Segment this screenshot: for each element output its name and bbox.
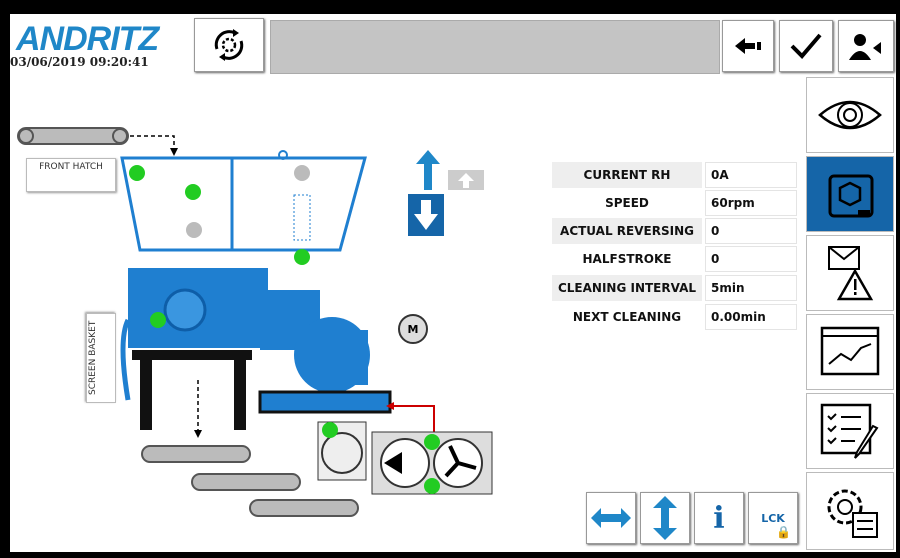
lock-label: LCK [761, 511, 785, 525]
status-indicators [129, 165, 440, 494]
checkmark-icon [790, 33, 822, 59]
sidebar-trends[interactable] [806, 314, 894, 390]
checklist-edit-icon [820, 403, 879, 459]
sidebar-machine[interactable] [806, 156, 894, 232]
message-bar [270, 20, 720, 74]
param-value: 5min [705, 275, 797, 301]
sidebar-overview[interactable] [806, 77, 894, 153]
param-label: NEXT CLEANING [552, 304, 702, 330]
screen-basket-label: SCREEN BASKET [86, 313, 116, 403]
info-icon: i [713, 500, 725, 536]
stroke-button[interactable] [640, 492, 690, 544]
lock-icon: 🔒 [776, 525, 791, 539]
reverse-button[interactable] [586, 492, 636, 544]
machine-3d-icon [828, 174, 874, 218]
sidebar-recipes[interactable] [806, 393, 894, 469]
ram-position-indicator [408, 150, 484, 236]
datetime: 03/06/2019 09:20:41 [10, 55, 149, 69]
param-label: ACTUAL REVERSING [552, 218, 702, 244]
param-label: CURRENT RH [552, 162, 702, 188]
horizontal-arrows-icon [591, 508, 631, 528]
user-login-button[interactable] [838, 20, 894, 72]
param-label: HALFSTROKE [552, 246, 702, 272]
param-label: CLEANING INTERVAL [552, 275, 702, 301]
param-value: 0 [705, 246, 797, 272]
mode-toggle-button[interactable] [194, 18, 264, 72]
trend-chart-icon [820, 326, 880, 376]
motor-indicator: M [398, 314, 428, 344]
shredder-diagram [17, 127, 493, 517]
param-label: SPEED [552, 190, 702, 216]
info-button[interactable]: i [694, 492, 744, 544]
param-value: 60rpm [705, 190, 797, 216]
param-value: 0.00min [705, 304, 797, 330]
vertical-arrows-icon [653, 496, 677, 540]
gear-cycle-icon [214, 29, 244, 61]
param-value: 0A [705, 162, 797, 188]
param-value: 0 [705, 218, 797, 244]
user-icon [849, 34, 881, 60]
conveyor-top [17, 127, 129, 145]
back-button[interactable] [722, 20, 774, 72]
front-hatch-label: FRONT HATCH [26, 158, 116, 192]
sidebar-alarms[interactable] [806, 235, 894, 311]
alarm-mail-icon [828, 246, 874, 301]
eye-icon [818, 100, 882, 130]
sidebar-settings[interactable] [806, 472, 894, 550]
lock-button[interactable]: LCK🔒 [748, 492, 798, 544]
settings-gear-icon [827, 489, 878, 538]
confirm-button[interactable] [779, 20, 833, 72]
arrow-left-icon [735, 38, 761, 54]
andritz-logo: ANDRITZ [16, 20, 159, 58]
